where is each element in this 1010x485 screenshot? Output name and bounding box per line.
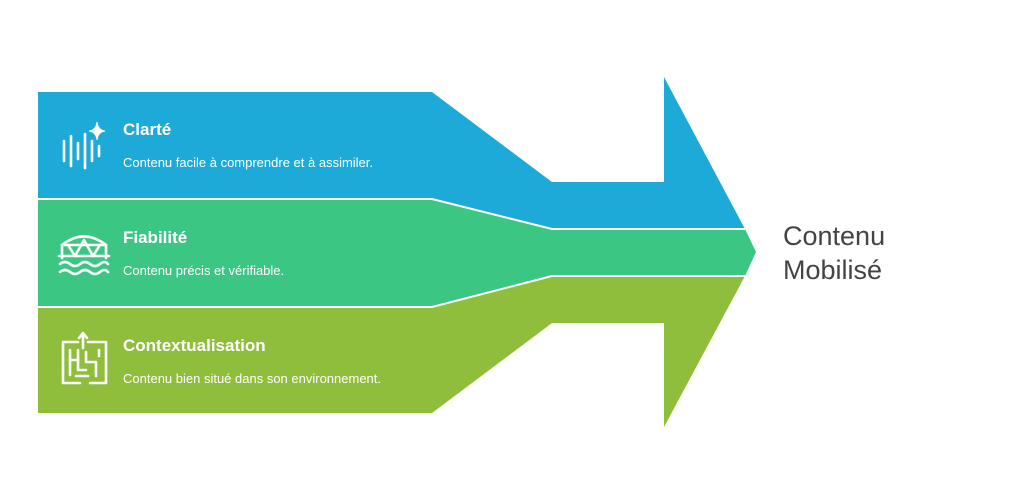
item-title-fiabilite: Fiabilité	[123, 228, 188, 247]
result-label-line1: Contenu	[783, 221, 886, 251]
item-title-contextualisation: Contextualisation	[123, 336, 266, 355]
band-contextualisation	[38, 276, 745, 427]
result-label: Contenu Mobilisé	[783, 219, 885, 287]
bridge-water-icon	[57, 235, 111, 276]
item-description-clarte: Contenu facile à comprendre et à assimil…	[123, 155, 374, 170]
sound-wave-sparkle-icon	[62, 121, 106, 170]
item-title-clarte: Clarté	[123, 120, 172, 139]
separator-bottom	[38, 275, 745, 308]
maze-icon	[61, 331, 108, 385]
separator-top	[38, 198, 745, 230]
result-label-line2: Mobilisé	[783, 255, 883, 285]
band-fiabilite	[38, 199, 756, 307]
item-description-fiabilite: Contenu précis et vérifiable.	[123, 263, 285, 278]
item-description-contextualisation: Contenu bien situé dans son environnemen…	[123, 371, 382, 386]
band-clarte	[38, 77, 745, 229]
